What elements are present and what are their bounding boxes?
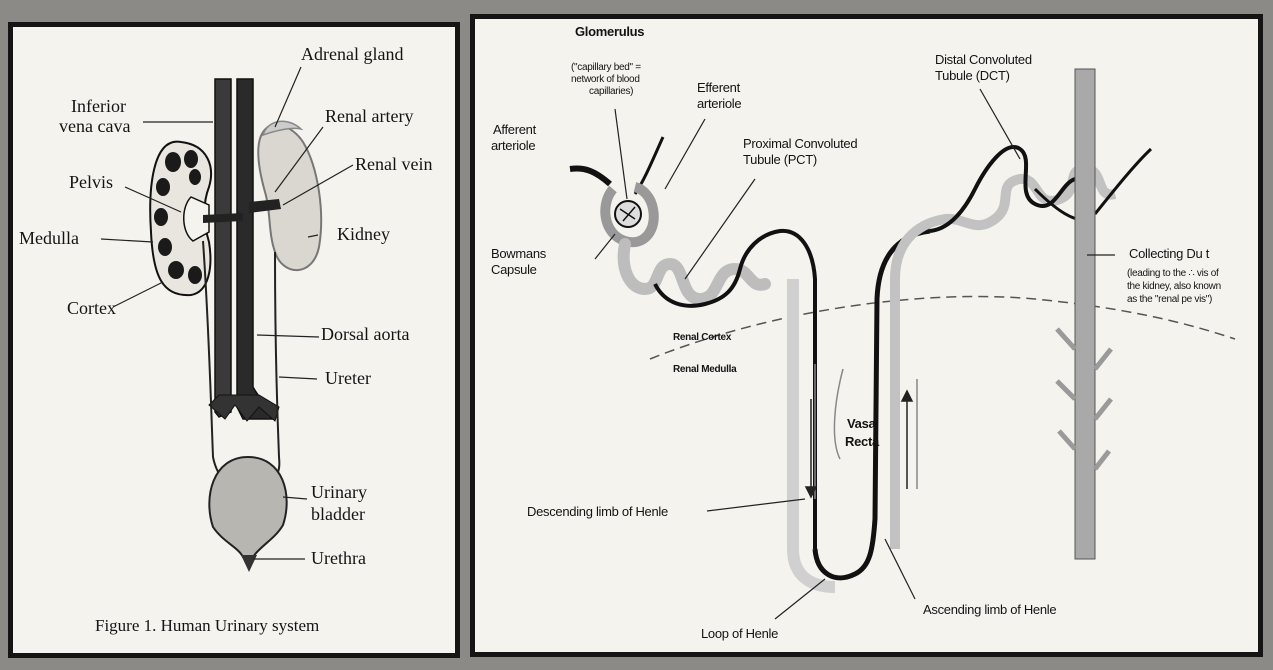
label-renal-artery: Renal artery bbox=[325, 107, 413, 126]
label-urinary-bladder-line1: Urinary bbox=[311, 483, 367, 502]
nephron-drawing bbox=[475, 19, 1258, 652]
afferent-arteriole bbox=[570, 169, 610, 184]
label-bowmans-1: Bowmans bbox=[491, 247, 546, 261]
label-glomerulus-note-3: capillaries) bbox=[589, 87, 633, 98]
loop-of-henle bbox=[815, 231, 930, 578]
cortex-medulla-boundary bbox=[650, 297, 1235, 360]
label-collecting-2: (leading to the ∴ vis of bbox=[1127, 269, 1218, 280]
label-medulla: Medulla bbox=[19, 229, 79, 248]
label-dct-1: Distal Convoluted bbox=[935, 53, 1032, 67]
label-cortex: Cortex bbox=[67, 299, 116, 318]
label-ascending-limb: Ascending limb of Henle bbox=[923, 603, 1056, 617]
label-pct-1: Proximal Convoluted bbox=[743, 137, 857, 151]
label-glomerulus-note-2: network of blood bbox=[571, 75, 640, 86]
label-pct-2: Tubule (PCT) bbox=[743, 153, 817, 167]
label-inferior-vena-cava-line2: vena cava bbox=[59, 117, 130, 136]
proximal-convoluted-tubule bbox=[624, 244, 765, 299]
label-kidney: Kidney bbox=[337, 225, 390, 244]
urinary-system-figure: Adrenal gland Inferior vena cava Renal a… bbox=[8, 22, 460, 658]
label-dorsal-aorta: Dorsal aorta bbox=[321, 325, 409, 344]
right-ureter bbox=[275, 252, 279, 477]
label-vasa-recta-2: Recta bbox=[845, 435, 879, 449]
label-pelvis: Pelvis bbox=[69, 173, 113, 192]
label-collecting-1: Collecting Du t bbox=[1129, 247, 1209, 261]
label-descending-limb: Descending limb of Henle bbox=[527, 505, 668, 519]
figure-caption: Figure 1. Human Urinary system bbox=[95, 617, 319, 635]
label-dct-2: Tubule (DCT) bbox=[935, 69, 1010, 83]
nephron-figure: Glomerulus ("capillary bed" = network of… bbox=[470, 14, 1263, 657]
urethra-tube bbox=[241, 555, 257, 572]
label-renal-medulla: Renal Medulla bbox=[673, 365, 736, 376]
label-vasa-recta-1: Vasa bbox=[847, 417, 875, 431]
label-glomerulus-note-1: ("capillary bed" = bbox=[571, 63, 641, 74]
label-collecting-3: the kidney, also known bbox=[1127, 282, 1221, 293]
label-ureter: Ureter bbox=[325, 369, 371, 388]
urinary-bladder bbox=[209, 457, 286, 557]
label-inferior-vena-cava-line1: Inferior bbox=[71, 97, 126, 116]
label-efferent-1: Efferent bbox=[697, 81, 740, 95]
label-urethra: Urethra bbox=[311, 549, 366, 568]
label-bowmans-2: Capsule bbox=[491, 263, 537, 277]
vasa-recta bbox=[815, 364, 917, 499]
label-loop-of-henle: Loop of Henle bbox=[701, 627, 778, 641]
right-leader-lines bbox=[595, 89, 1115, 619]
label-efferent-2: arteriole bbox=[697, 97, 741, 111]
right-kidney bbox=[258, 125, 321, 270]
label-urinary-bladder-line2: bladder bbox=[311, 505, 365, 524]
label-afferent-1: Afferent bbox=[493, 123, 536, 137]
label-glomerulus: Glomerulus bbox=[575, 25, 644, 39]
label-afferent-2: arteriole bbox=[491, 139, 535, 153]
label-adrenal-gland: Adrenal gland bbox=[301, 45, 403, 64]
label-renal-cortex: Renal Cortex bbox=[673, 333, 731, 344]
collecting-duct bbox=[1075, 69, 1095, 559]
inferior-vena-cava bbox=[215, 79, 231, 417]
label-collecting-4: as the "renal pe vis") bbox=[1127, 295, 1212, 306]
label-renal-vein: Renal vein bbox=[355, 155, 432, 174]
